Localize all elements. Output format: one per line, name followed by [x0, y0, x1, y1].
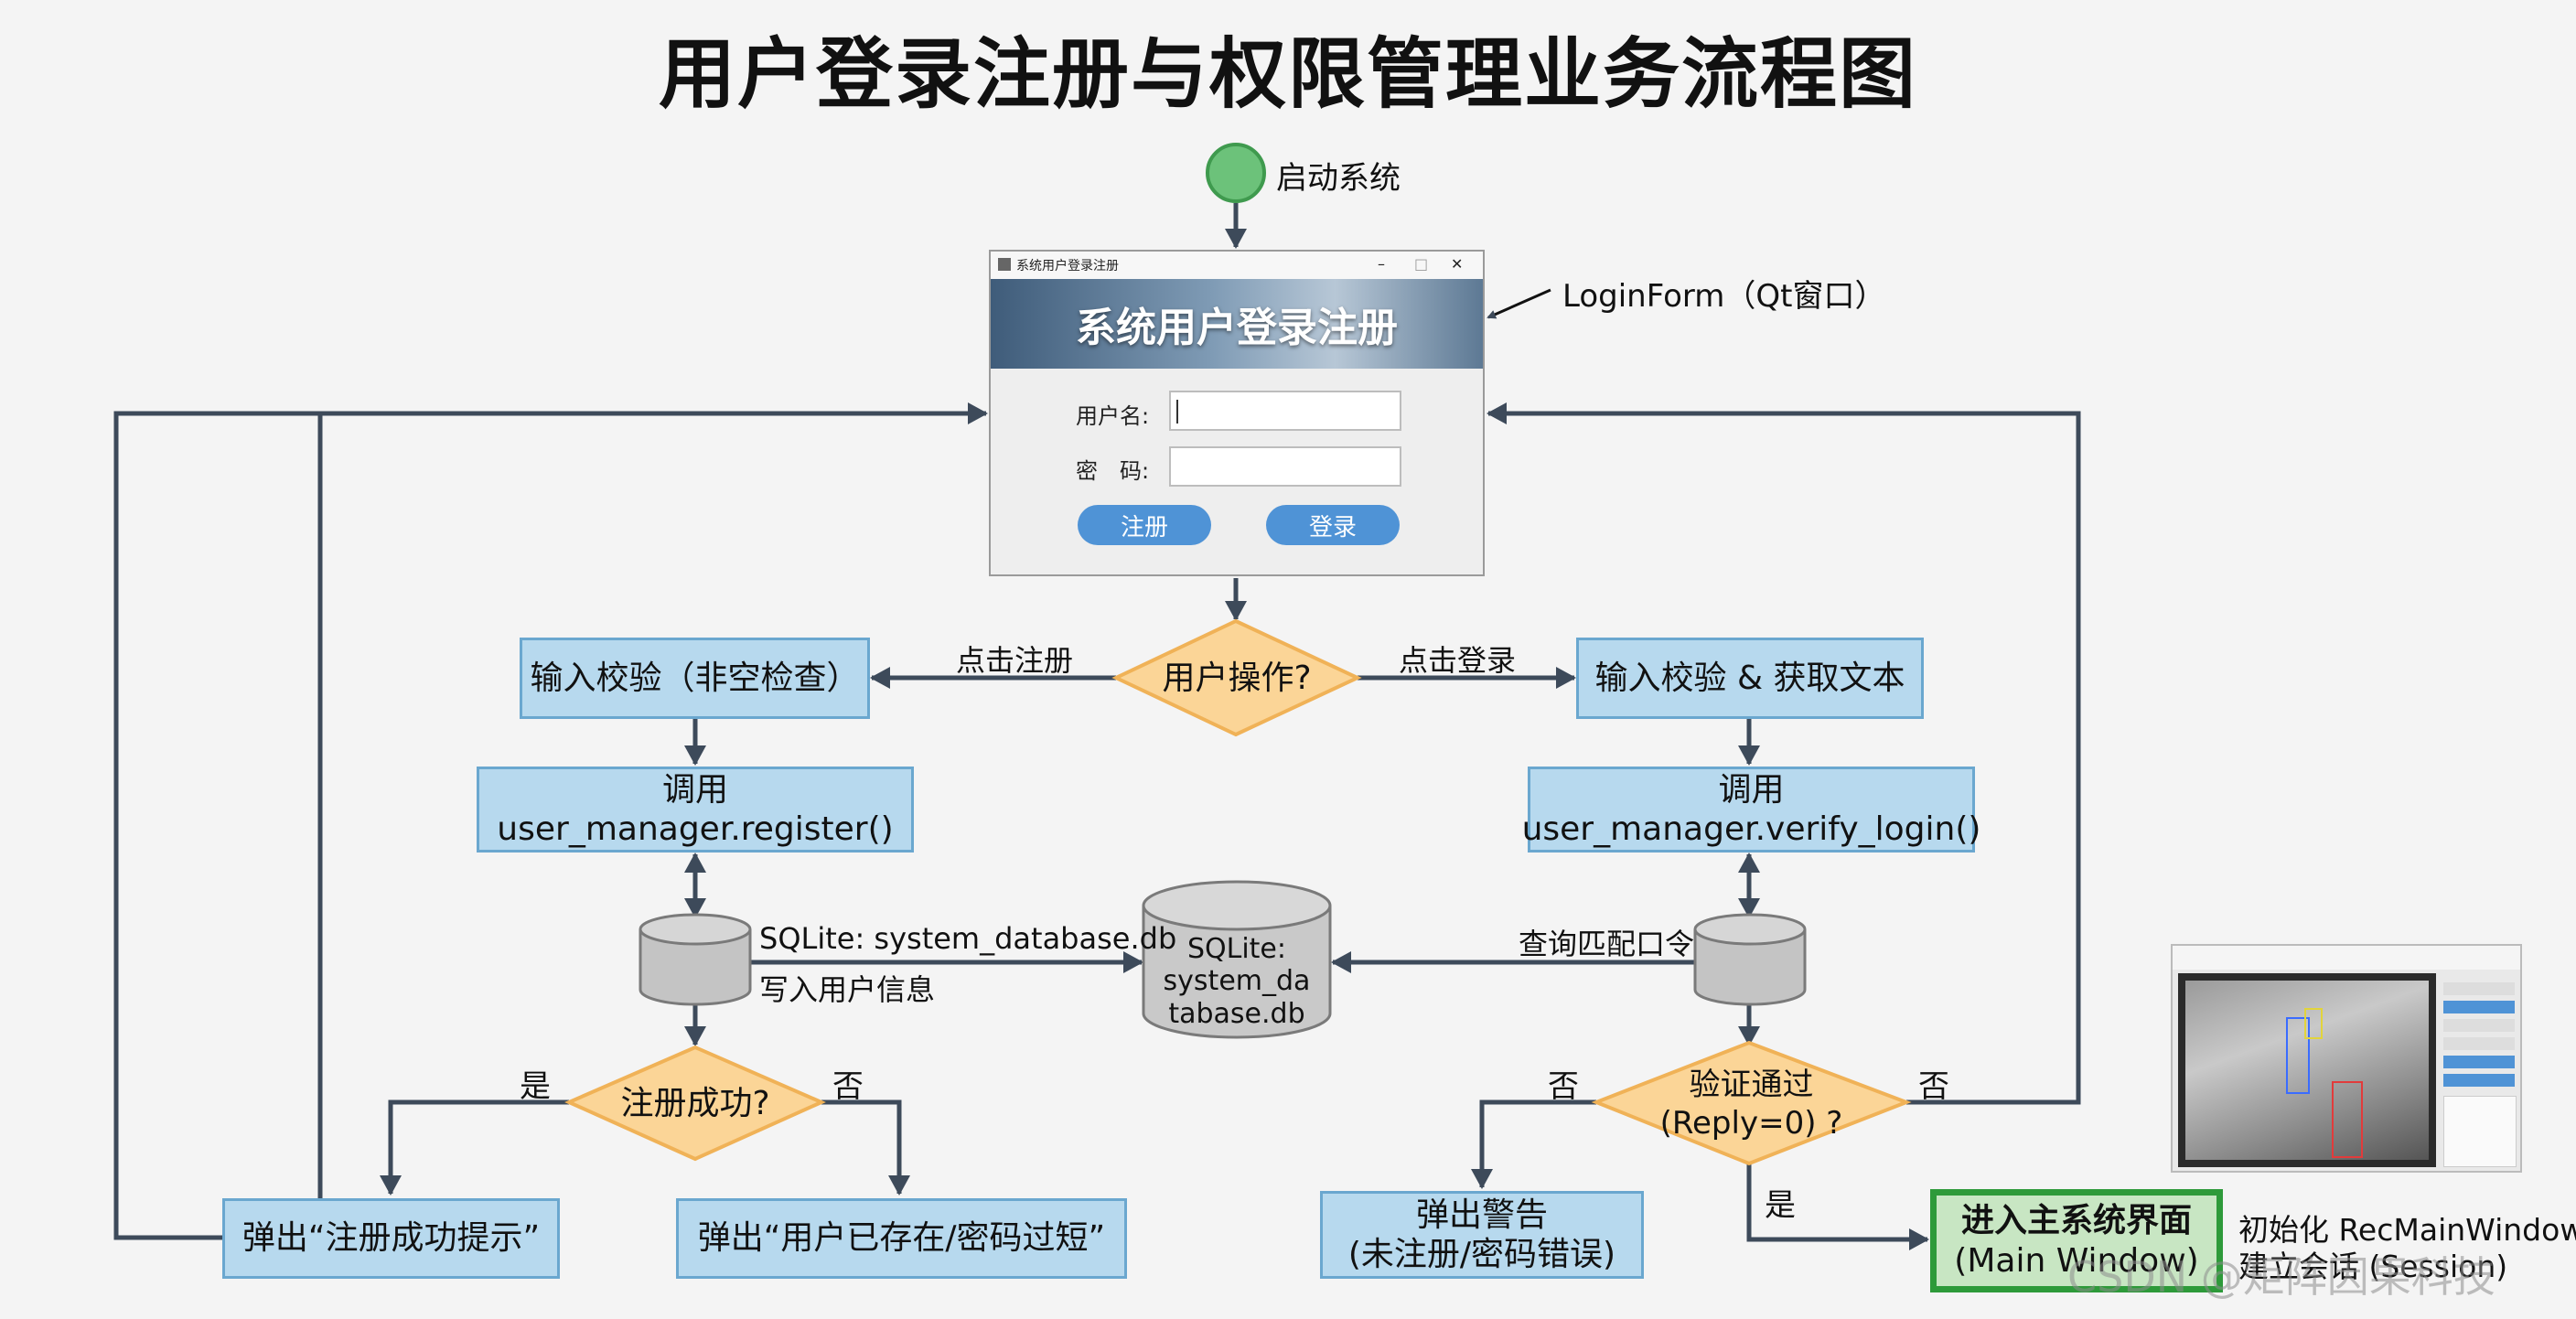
password-input[interactable]	[1169, 446, 1401, 487]
decision-user-op: 用户操作?	[1162, 659, 1312, 697]
edge-label-click-register: 点击注册	[956, 643, 1074, 678]
main-window-line2: (Main Window)	[1954, 1241, 2199, 1280]
register-validate-box: 输入校验（非空检查）	[520, 638, 870, 719]
center-db-label: SQLite: system_da tabase.db	[1143, 931, 1330, 1032]
login-window-title: 系统用户登录注册	[1016, 259, 1119, 273]
detection-box-red	[2332, 1081, 2363, 1158]
center-db-line3: tabase.db	[1168, 997, 1305, 1030]
init-session-label: 建立会话 (Session)	[2238, 1249, 2508, 1284]
login-validate-box: 输入校验 & 获取文本	[1576, 638, 1924, 719]
password-label: 密 码:	[1076, 458, 1150, 484]
register-call-line2: user_manager.register()	[497, 810, 894, 848]
maximize-icon[interactable]: □	[1414, 255, 1429, 273]
decision-verify-line1: 验证通过	[1689, 1066, 1814, 1103]
username-input[interactable]	[1169, 391, 1401, 431]
thumbnail-panel-row	[2443, 1019, 2515, 1032]
detection-box-yellow	[2304, 1008, 2323, 1039]
login-window-screenshot: 系统用户登录注册 – □ ✕ 系统用户登录注册 用户名: 密 码: 注册 登录	[989, 250, 1485, 576]
login-warn-line1: 弹出警告	[1415, 1196, 1548, 1234]
init-main-window-label: 初始化 RecMainWindow	[2238, 1212, 2576, 1248]
login-button[interactable]: 登录	[1266, 505, 1400, 545]
edge-verify-no-left	[1471, 1099, 1596, 1189]
app-icon	[998, 258, 1011, 271]
thumbnail-panel-row	[2443, 1001, 2515, 1013]
edge-label-click-login: 点击登录	[1399, 643, 1517, 678]
login-window-banner: 系统用户登录注册	[991, 279, 1483, 369]
thumbnail-video-frame	[2178, 973, 2436, 1167]
verify-yes-label: 是	[1765, 1187, 1796, 1224]
text-caret	[1176, 400, 1178, 424]
register-success-popup: 弹出“注册成功提示”	[222, 1198, 560, 1279]
username-label: 用户名:	[1076, 403, 1150, 429]
register-fail-popup: 弹出“用户已存在/密码过短”	[676, 1198, 1127, 1279]
register-write-caption: 写入用户信息	[759, 972, 936, 1007]
main-window-line1: 进入主系统界面	[1960, 1202, 2192, 1240]
watermark: CSDN @矩阵因果科技	[2067, 1252, 2496, 1302]
edge-register-no	[821, 1099, 910, 1196]
close-icon[interactable]: ✕	[1451, 255, 1464, 273]
register-db-cylinder	[639, 913, 752, 1006]
edge-verify-no-right	[1487, 402, 2081, 1105]
start-label: 启动系统	[1276, 160, 1401, 197]
thumbnail-panel-row	[2443, 982, 2515, 995]
decision-register-shape	[564, 1045, 826, 1162]
thumbnail-panel-row	[2443, 1037, 2515, 1050]
thumbnail-camera-image	[2185, 981, 2429, 1160]
thumbnail-titlebar	[2173, 946, 2520, 970]
register-no-label: 否	[832, 1068, 864, 1105]
thumbnail-panel-row	[2443, 1074, 2515, 1087]
page-title: 用户登录注册与权限管理业务流程图	[658, 29, 1917, 119]
verify-no-left-label: 否	[1548, 1068, 1579, 1105]
center-db-line2: system_da	[1163, 965, 1311, 998]
thumbnail-panel-row	[2443, 1056, 2515, 1068]
main-window-box: 进入主系统界面 (Main Window)	[1930, 1189, 2223, 1292]
decision-verify: 验证通过 (Reply=0) ?	[1596, 1050, 1906, 1158]
register-yes-label: 是	[520, 1068, 551, 1105]
loginform-pointer	[1487, 288, 1551, 319]
register-call-box: 调用 user_manager.register()	[477, 767, 914, 853]
login-call-box: 调用 user_manager.verify_login()	[1522, 767, 1980, 853]
register-db-caption: SQLite: system_database.db	[759, 921, 1177, 956]
verify-no-right-label: 否	[1918, 1068, 1949, 1105]
thumbnail-side-panel	[2443, 982, 2517, 1167]
edge-verify-yes	[1746, 1164, 1929, 1250]
decision-register: 注册成功?	[620, 1084, 770, 1122]
center-db-line1: SQLite:	[1186, 932, 1287, 965]
register-button[interactable]: 注册	[1078, 505, 1211, 545]
loginform-label: LoginForm（Qt窗口）	[1562, 278, 1886, 315]
login-warn-line2: (未注册/密码错误)	[1347, 1236, 1616, 1273]
decision-verify-line2: (Reply=0) ?	[1659, 1105, 1843, 1142]
login-warn-popup: 弹出警告 (未注册/密码错误)	[1320, 1191, 1644, 1279]
login-call-line2: user_manager.verify_login()	[1521, 810, 1981, 848]
detection-box-blue	[2286, 1017, 2310, 1094]
login-call-line1: 调用	[1718, 770, 1785, 809]
start-node	[1206, 143, 1266, 203]
login-db-cylinder	[1693, 913, 1807, 1006]
edge-success-to-login-outer	[113, 402, 988, 1240]
login-query-caption: 查询匹配口令	[1519, 927, 1695, 961]
decision-verify-shape	[1591, 1040, 1912, 1166]
thumbnail-table	[2443, 1096, 2517, 1167]
edge-register-yes	[380, 1099, 569, 1196]
minimize-icon[interactable]: –	[1378, 255, 1385, 273]
login-window-titlebar: 系统用户登录注册 – □ ✕	[991, 252, 1483, 279]
decision-user-op-shape	[1111, 618, 1362, 737]
center-db-cylinder	[1142, 880, 1332, 1039]
main-window-thumbnail	[2171, 944, 2522, 1173]
register-call-line1: 调用	[661, 770, 728, 809]
